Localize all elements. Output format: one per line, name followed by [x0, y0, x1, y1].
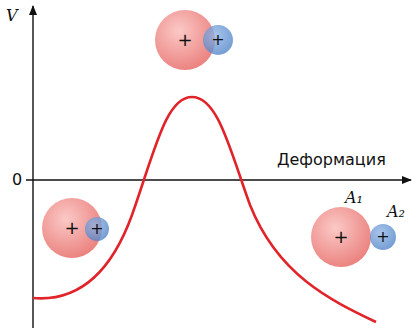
circle-fill [311, 207, 371, 267]
charge-sign: + [85, 217, 109, 241]
origin-label: 0 [12, 172, 22, 188]
circle-fill [370, 224, 396, 250]
circle-fill [203, 25, 233, 55]
deformation-axis [26, 179, 411, 180]
fragment-label: A₁ [345, 190, 363, 206]
charge-sign: + [311, 207, 371, 267]
charge-sign: + [203, 25, 233, 55]
fragment-circle: + [85, 217, 109, 241]
axis-label: V [6, 8, 18, 24]
charge-sign: + [370, 224, 396, 250]
circle-fill [85, 217, 109, 241]
potential-curve [33, 97, 376, 322]
fragment-label: A₂ [387, 204, 405, 220]
v-axis [32, 6, 33, 328]
fragment-circle: + [370, 224, 396, 250]
nucleus-circle: + [311, 207, 371, 267]
axis-label: Деформация [277, 152, 386, 168]
fragment-circle: + [203, 25, 233, 55]
